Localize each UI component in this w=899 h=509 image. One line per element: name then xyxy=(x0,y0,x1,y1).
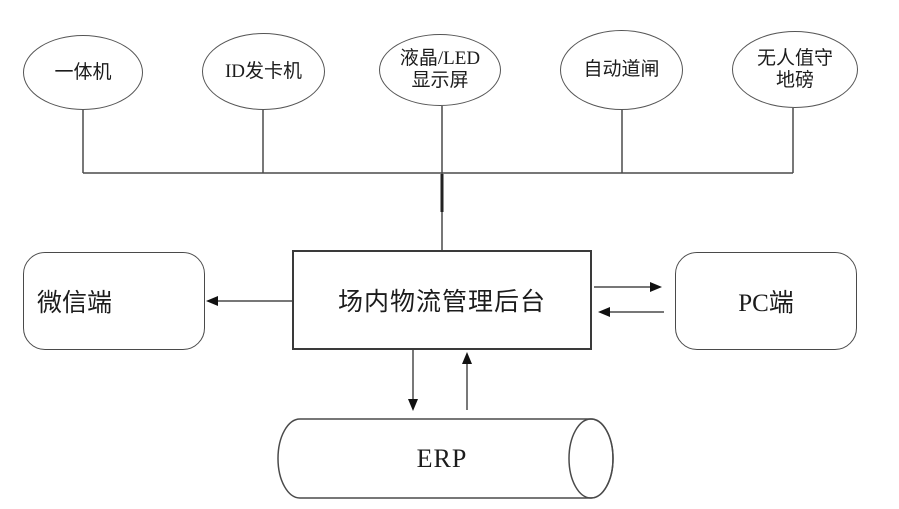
arrowhead-to-backend-from-pc xyxy=(598,307,610,317)
node-label: 一体机 xyxy=(54,61,112,83)
arrowhead-to-pc xyxy=(650,282,662,292)
node-label-line2: 地磅 xyxy=(775,69,814,91)
node-label-line1: 液晶/LED xyxy=(399,48,481,69)
arrowhead-to-wechat xyxy=(206,296,218,306)
node-unattended-weighbridge: 无人值守 地磅 xyxy=(732,31,858,108)
node-label: ERP xyxy=(416,443,468,473)
node-auto-barrier-gate: 自动道闸 xyxy=(560,30,683,110)
node-label: ID发卡机 xyxy=(224,60,303,82)
node-label: 场内物流管理后台 xyxy=(337,289,546,316)
node-logistics-backend: 场内物流管理后台 xyxy=(292,250,592,350)
arrowhead-to-erp xyxy=(408,399,418,411)
node-label: PC端 xyxy=(738,290,794,317)
node-all-in-one-machine: 一体机 xyxy=(23,35,143,110)
node-pc-client: PC端 xyxy=(675,252,857,350)
node-label: 自动道闸 xyxy=(583,59,660,80)
erp-cylinder-end-face xyxy=(568,418,614,499)
arrowhead-to-backend-from-erp xyxy=(462,352,472,364)
node-label-line1: 无人值守 xyxy=(756,47,833,69)
node-erp-label: ERP xyxy=(292,421,592,496)
node-lcd-led-display: 液晶/LED 显示屏 xyxy=(379,34,501,106)
node-wechat-client: 微信端 xyxy=(23,252,205,350)
node-label-line2: 显示屏 xyxy=(411,70,469,91)
node-label: 微信端 xyxy=(37,290,113,317)
node-id-card-issuer: ID发卡机 xyxy=(202,33,325,110)
